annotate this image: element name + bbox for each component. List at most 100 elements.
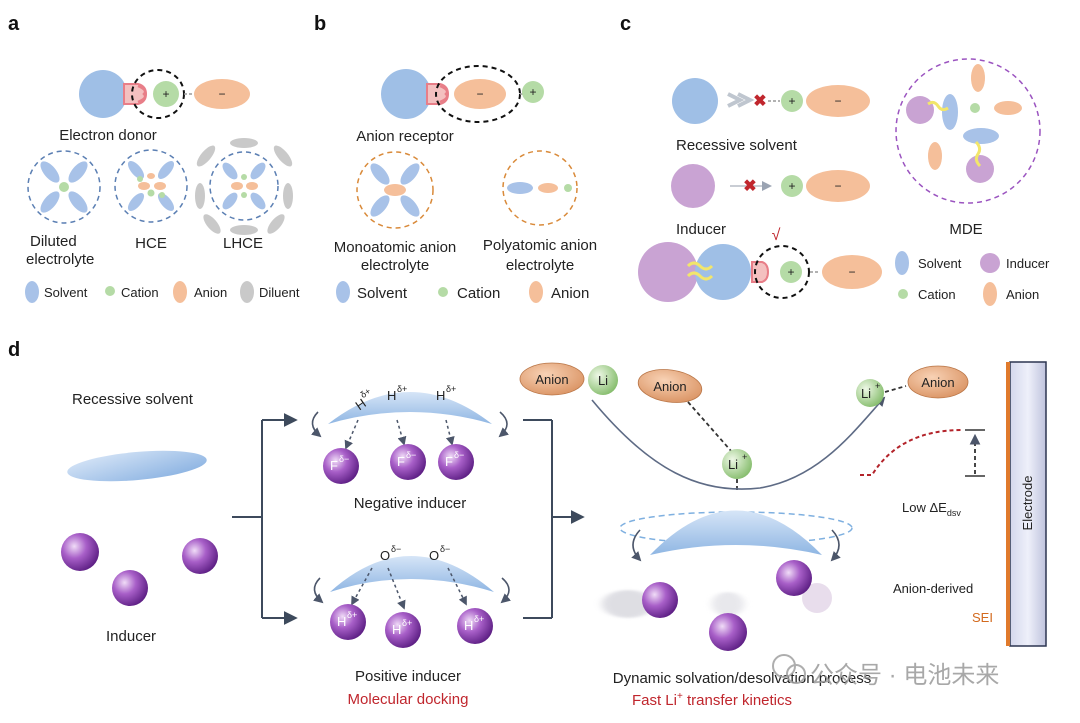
diluted-label-line2: electrolyte [26,251,94,268]
negative-inducer-diagram: H δ+ H δ+ H δ+ F δ− F δ− F δ− [311,384,509,484]
diluted-label-line1: Diluted [30,233,77,250]
legend-b-solvent-label: Solvent [357,285,408,302]
lhce-label: LHCE [223,235,263,252]
recessive-solvent-row: ✖ + − [672,78,870,124]
legend-anion-swatch [173,281,187,303]
cation-sign-c1: + [788,94,795,108]
positive-inducer-diagram: O δ− O δ− H δ+ H δ+ H δ+ [313,544,511,648]
monoatomic-label-line1: Monoatomic anion [334,239,457,256]
svg-text:✖: ✖ [743,178,756,195]
legend-cation-label: Cation [121,285,159,300]
svg-text:✖: ✖ [753,93,766,110]
sei-label: SEI [972,610,993,625]
cation-sign-c2: + [788,179,795,193]
mde-diagram [895,58,1041,204]
solvent-molecule [79,70,127,118]
h-delta-sup: δ+ [397,384,407,394]
check-mark: √ [772,227,781,244]
li-top-left: Li [598,373,608,388]
anion-mid: Anion [653,379,686,394]
f-delta-label: F [397,454,405,469]
legend-diluent-label: Diluent [259,285,300,300]
cation-sign-c3: + [787,265,794,279]
o-delta-label: O [429,548,439,563]
panel-d-letter: d [8,339,20,361]
polyatomic-label-line2: electrolyte [506,257,574,274]
h-delta-sup: δ+ [358,386,372,400]
monoatomic-diagram [356,151,434,229]
legend-anion-label: Anion [194,285,227,300]
inducer-solvent-combined-row: + − [638,242,882,302]
panel-d: d Recessive solvent Inducer H δ+ [8,339,1047,709]
h-delta-pos-sup: δ+ [474,614,484,624]
watermark-text: 公众号 · 电池未来 [810,662,999,689]
h-delta-pos-label: H [337,614,346,629]
mde-label: MDE [949,221,982,238]
molecular-docking-label: Molecular docking [348,691,469,708]
anion-sign-b: − [476,87,483,101]
h-delta-pos-label: H [464,618,473,633]
panel-c-letter: c [620,13,631,35]
panel-a-letter: a [8,13,20,35]
electron-donor-label: Electron donor [59,127,157,144]
legend-b-anion-label: Anion [551,285,589,302]
anion-top-left: Anion [535,372,568,387]
kinetics-prefix: Fast Li [632,692,677,709]
negative-inducer-label: Negative inducer [354,495,467,512]
anion-receptor-label: Anion receptor [356,128,454,145]
legend-a: Solvent Cation Anion Diluent [25,281,300,303]
wechat-icon-bubble [786,664,806,684]
anion-sign-c2: − [834,179,841,193]
donor-lobe [123,83,148,105]
inducer-sphere [112,570,148,606]
anion-derived-label: Anion-derived [893,581,973,596]
o-delta-sup: δ− [440,544,450,554]
cation-sign-b: + [529,85,536,99]
energy-barrier-diagram [860,429,985,477]
electrode: Electrode [1006,361,1047,647]
h-delta-sup: δ+ [446,384,456,394]
watermark: 公众号 · 电池未来 [772,654,999,689]
hce-diagram [114,149,188,223]
h-delta-label: H [387,388,396,403]
recessive-solvent-molecule [67,450,207,482]
legend-solvent-swatch [25,281,39,303]
donor-claw [137,84,147,104]
hce-label: HCE [135,235,167,252]
h-delta-pos-label: H [392,622,401,637]
inducer-label: Inducer [676,221,726,238]
polyatomic-diagram [502,150,578,226]
anion-sign-c3: − [848,265,855,279]
solvation-process-diagram: Anion Li Anion Li + Li + Anion [519,362,969,651]
legend-b-cation-label: Cation [457,285,500,302]
low-e-label: Low ΔEdsv [902,500,961,518]
inducer-d-label: Inducer [106,628,156,645]
li-mid: Li [728,457,738,472]
legend-c-inducer-label: Inducer [1006,256,1050,271]
kinetics-suffix: transfer kinetics [683,692,792,709]
legend-c-anion-label: Anion [1006,287,1039,302]
li-top-right: Li [861,386,871,401]
legend-b: Solvent Cation Anion [336,281,589,303]
electrode-label: Electrode [1020,476,1035,531]
f-delta-sup: δ− [339,454,349,464]
kinetics-sup: + [677,691,683,702]
h-delta-pos-sup: δ+ [347,610,357,620]
f-delta-label: F [330,458,338,473]
lhce-diagram [195,138,293,235]
legend-c-solvent-label: Solvent [918,256,962,271]
cation-sign: + [162,87,169,101]
legend-diluent-swatch [240,281,254,303]
inducer-sphere [61,533,99,571]
kinetics-label: Fast Li+ transfer kinetics [632,691,792,709]
legend-c: Solvent Inducer Cation Anion [895,251,1050,306]
monoatomic-label-line2: electrolyte [361,257,429,274]
panel-b: b − + Anion receptor Monoatomic anion el… [314,13,597,303]
low-e-sub: dsv [947,508,962,518]
diluted-electrolyte-diagram [27,150,101,224]
h-delta-label: H [436,388,445,403]
panel-b-letter: b [314,13,326,35]
panel-c: c ✖ + − Recessive solvent ✖ + − Inducer … [620,13,1050,306]
